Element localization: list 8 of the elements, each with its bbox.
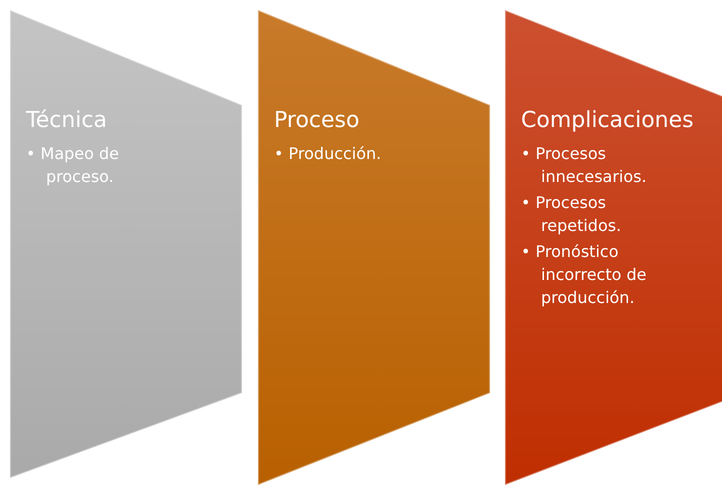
panel-heading: Complicaciones <box>521 107 694 135</box>
bullet-item: • Procesos innecesarios. <box>521 143 648 188</box>
bullet-item: • Pronóstico incorrecto de producción. <box>521 241 648 309</box>
panel-heading: Proceso <box>274 107 360 135</box>
bullet-item: • Mapeo de proceso. <box>26 143 120 188</box>
panel-heading: Técnica <box>26 107 107 135</box>
bullet-item: • Producción. <box>274 143 382 165</box>
bullet-item: • Procesos repetidos. <box>521 192 622 237</box>
